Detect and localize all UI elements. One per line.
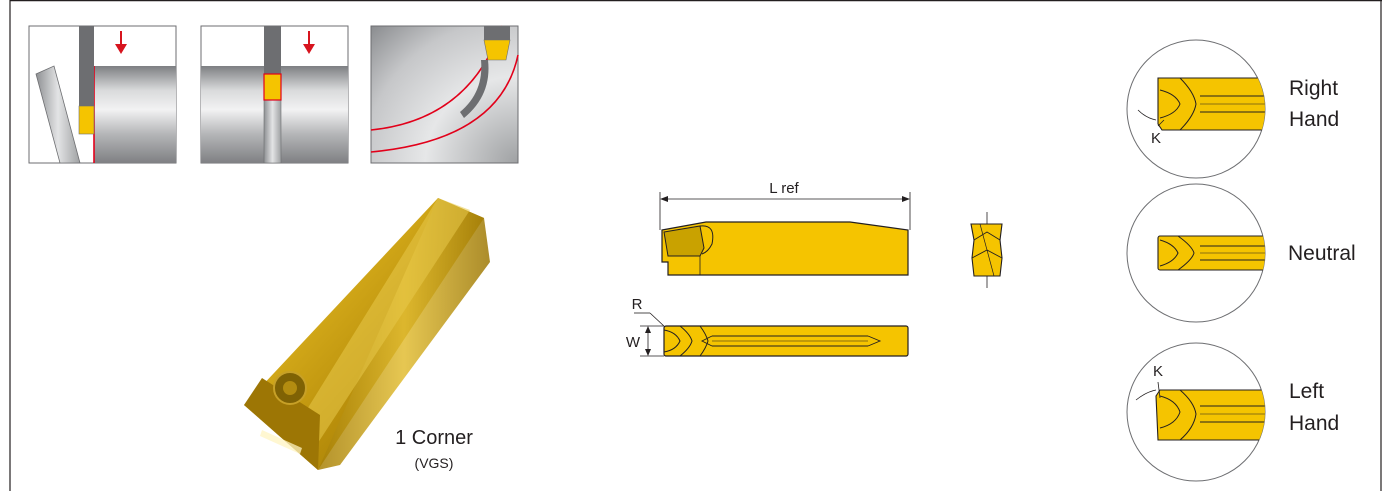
face-grooving-icon xyxy=(460,26,511,118)
insert-photo xyxy=(244,198,490,470)
left-hand-variant xyxy=(1126,342,1266,482)
corner-count-label: 1 Corner xyxy=(395,427,473,449)
parting-off-application-icon xyxy=(200,25,349,164)
insert-side-view xyxy=(661,221,909,276)
right-hand-label-line1: Right xyxy=(1289,77,1338,100)
grooving-down-arrow-icon xyxy=(115,31,127,54)
insert-top-view xyxy=(663,325,909,357)
page-frame xyxy=(9,0,1382,491)
neutral-label: Neutral xyxy=(1288,242,1356,265)
length-dimension xyxy=(659,192,911,230)
insert-type-code: (VGS) xyxy=(415,455,454,471)
width-dimension xyxy=(634,312,666,357)
left-hand-label-line2: Hand xyxy=(1289,412,1339,435)
insert-end-view xyxy=(970,212,1003,288)
length-label: L ref xyxy=(769,180,799,197)
radius-label: R xyxy=(632,296,643,313)
right-hand-variant xyxy=(1126,39,1266,179)
width-label: W xyxy=(626,334,641,351)
left-hand-angle-label: K xyxy=(1153,363,1163,380)
left-hand-label-line1: Left xyxy=(1289,380,1324,403)
neutral-variant xyxy=(1126,183,1266,323)
parting-off-arrow-icon xyxy=(303,31,315,54)
face-grooving-application-icon xyxy=(370,25,519,164)
right-hand-angle-label: K xyxy=(1151,130,1161,147)
od-grooving-application-icon xyxy=(28,25,177,164)
right-hand-label-line2: Hand xyxy=(1289,108,1339,131)
